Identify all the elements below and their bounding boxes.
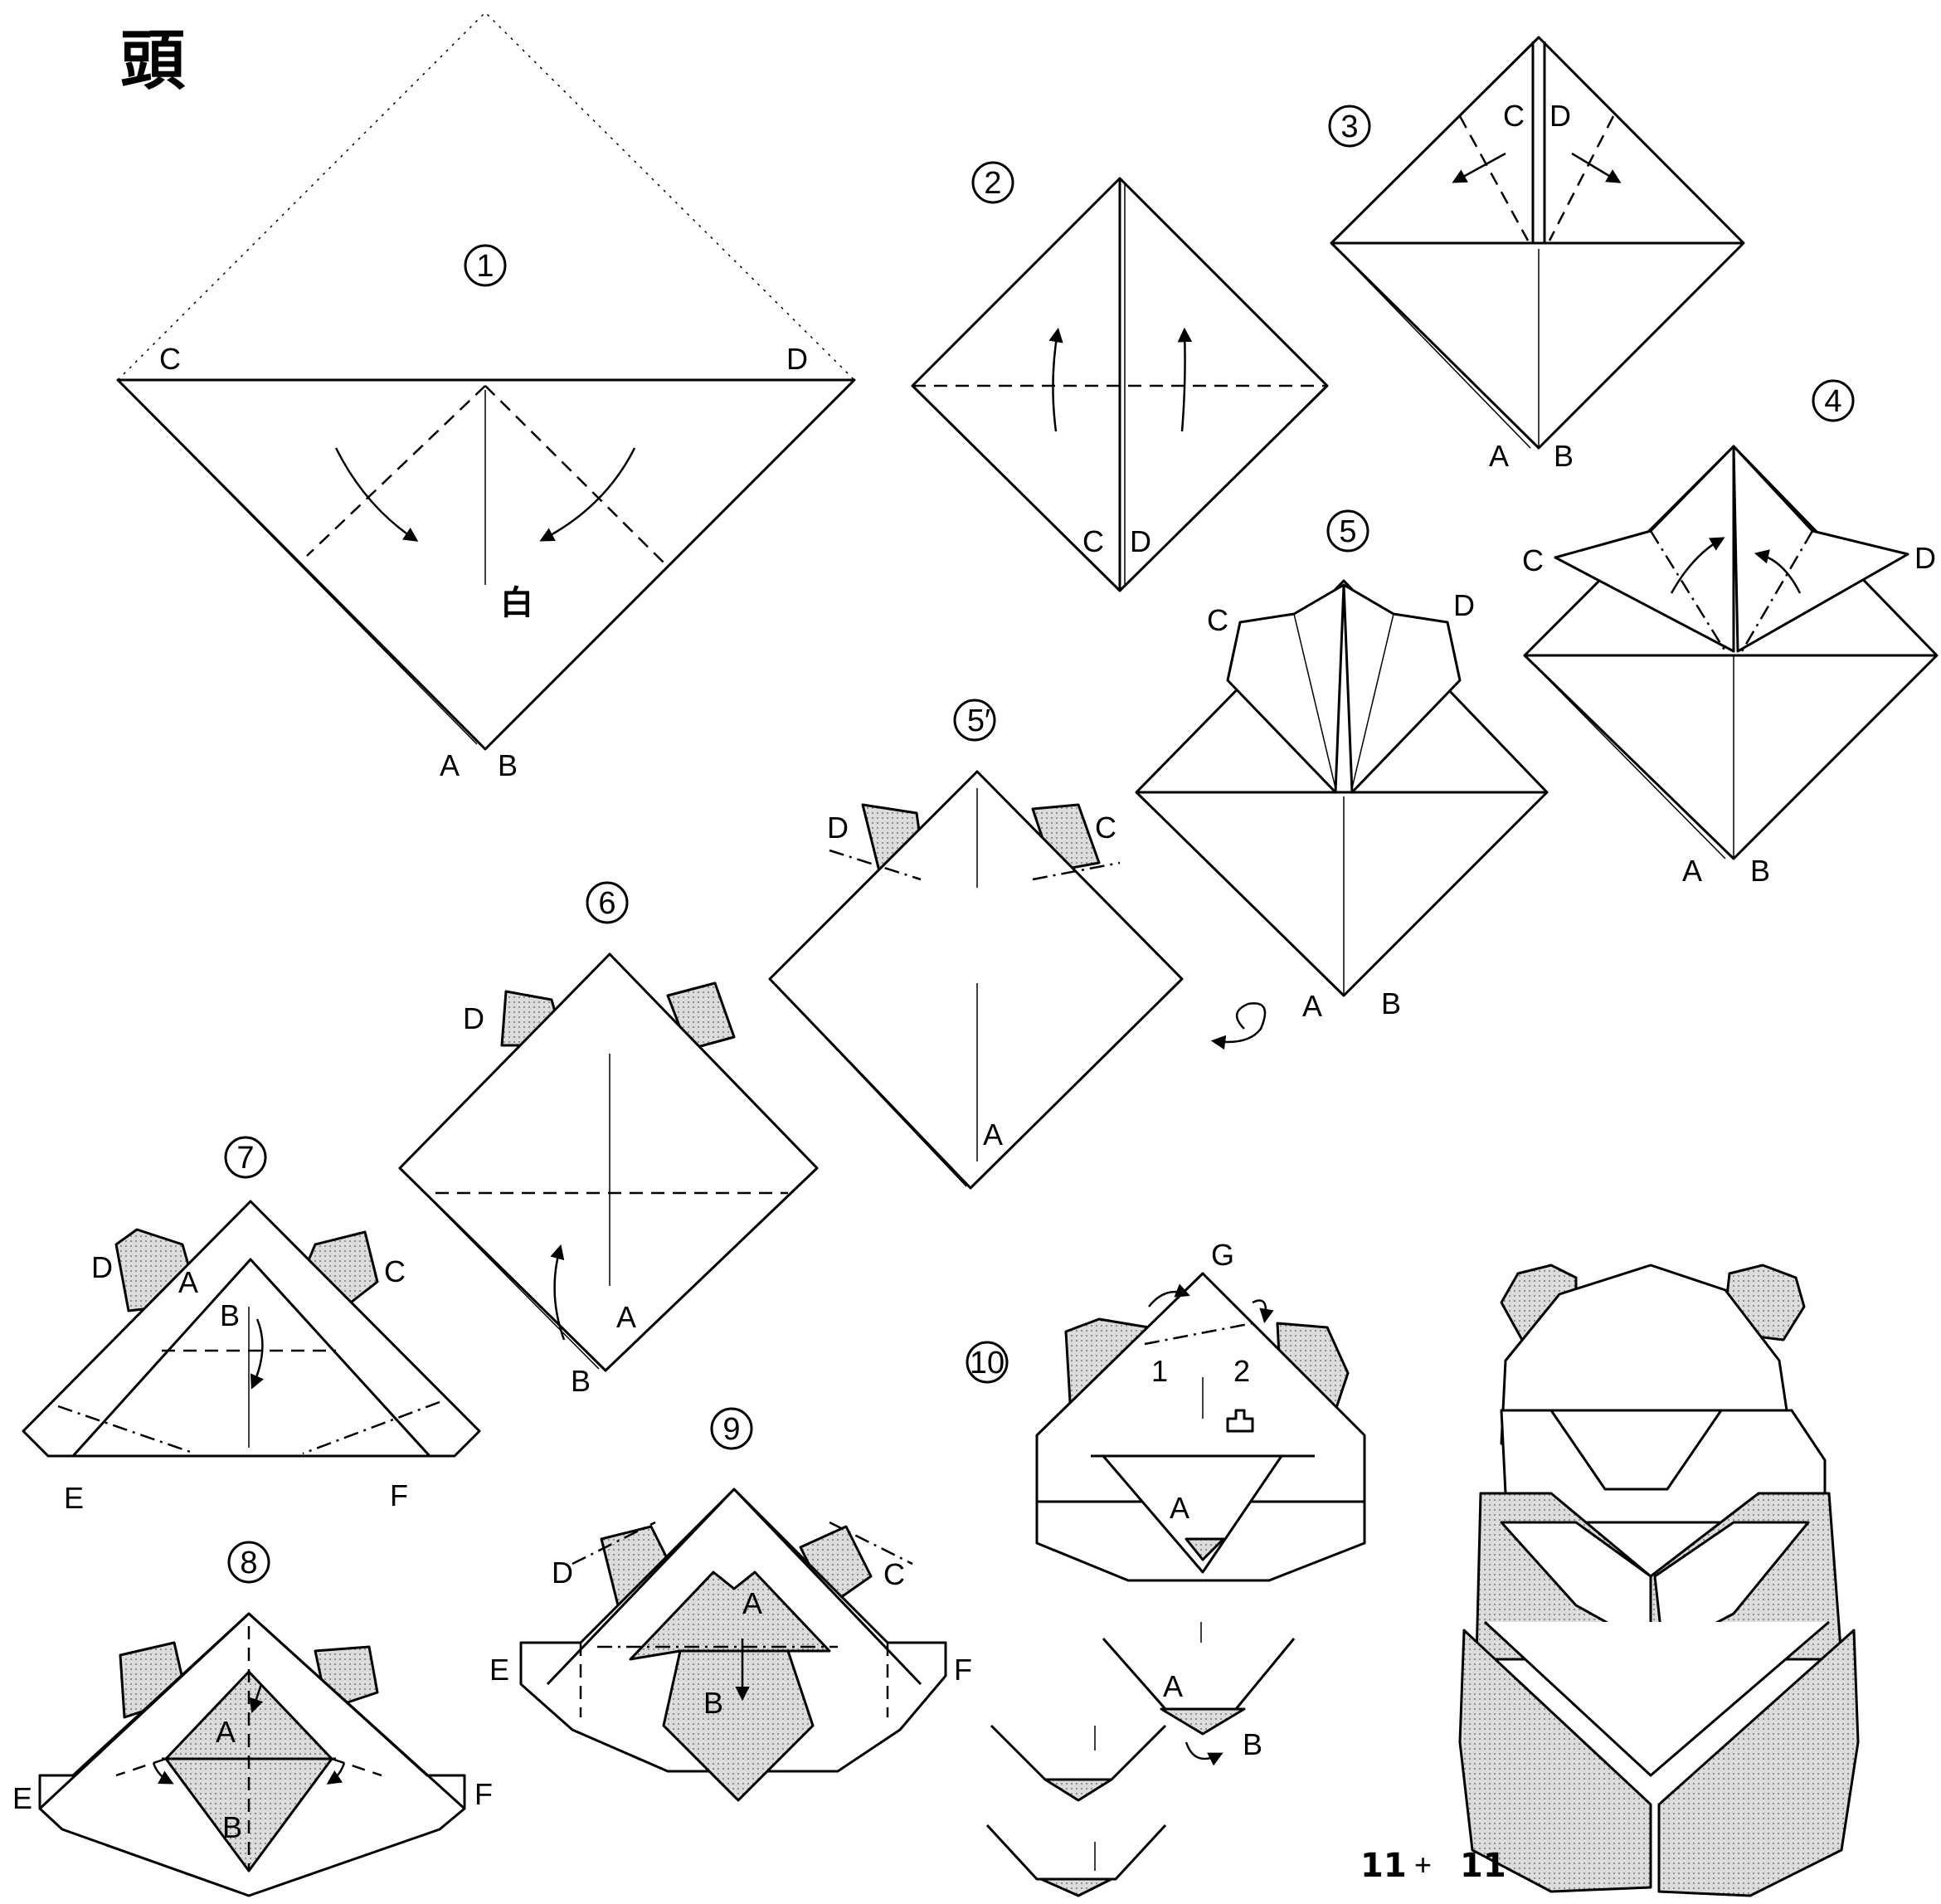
- step-6-label-a: A: [616, 1300, 636, 1334]
- step-4-label-c: C: [1522, 543, 1544, 577]
- step-10-detail-b: [991, 1726, 1165, 1780]
- step-10-label-2: 2: [1233, 1354, 1250, 1388]
- step-10-detail-a: [1103, 1639, 1294, 1709]
- step-5-prime-label-d: D: [827, 811, 849, 845]
- step-10-number: 10: [970, 1346, 1005, 1381]
- step-1-label-b: B: [498, 748, 518, 782]
- step-9-shaded-lower: [664, 1651, 813, 1800]
- step-9-label-e: E: [489, 1653, 509, 1687]
- step-7-label-a: A: [178, 1265, 198, 1299]
- step-10-detail-label-b: B: [1243, 1727, 1262, 1761]
- step-10-label-1: 1: [1151, 1354, 1168, 1388]
- step-9-label-d: D: [552, 1556, 573, 1590]
- step-5-prime-label-a: A: [983, 1118, 1003, 1152]
- step-9-label-a: A: [742, 1586, 762, 1620]
- step-8-label-a: A: [216, 1715, 236, 1749]
- step-7-label-e: E: [64, 1481, 84, 1515]
- step-1-triangle: [118, 380, 854, 749]
- step-1-number: 1: [476, 249, 494, 284]
- step-5-prime-label-c: C: [1095, 811, 1116, 845]
- step-1-white-side-mark: 白: [500, 584, 533, 622]
- step-8-label-b: B: [222, 1810, 242, 1844]
- step-8: 8 E F A B: [12, 1542, 493, 1896]
- step-8-number: 8: [240, 1546, 257, 1580]
- step-3-label-a: A: [1489, 439, 1509, 473]
- step-10-label-g: G: [1211, 1238, 1234, 1272]
- finished-step-11b: 11: [1460, 1847, 1506, 1885]
- step-9-label-c: C: [883, 1557, 905, 1591]
- step-3-number: 3: [1340, 110, 1358, 144]
- step-9-label-f: F: [954, 1653, 972, 1687]
- step-7-label-b: B: [220, 1298, 240, 1332]
- page-title: 頭: [120, 24, 186, 99]
- step-7: 7 D C A B E F: [23, 1137, 479, 1515]
- step-5-label-d: D: [1453, 588, 1475, 622]
- step-1-unfolded-outline: [118, 12, 854, 380]
- step-3-label-d: D: [1549, 99, 1571, 133]
- step-7-number: 7: [236, 1141, 254, 1176]
- step-1-label-c: C: [159, 342, 181, 376]
- finished-step-11a: 11: [1360, 1847, 1407, 1885]
- step-6-number: 6: [598, 886, 615, 921]
- step-10-detail-label-a: A: [1163, 1669, 1183, 1703]
- step-4: 4 C D A B: [1522, 381, 1937, 888]
- step-7-label-f: F: [390, 1478, 408, 1512]
- step-3: 3 C D A B: [1330, 37, 1744, 473]
- step-2: 2 C D: [912, 163, 1327, 591]
- step-10: 10 G 1 2 A A B: [967, 1238, 1365, 1896]
- step-5-turn-over-arrow: [1215, 1003, 1265, 1042]
- step-5-label-a: A: [1302, 989, 1322, 1023]
- step-4-label-b: B: [1750, 854, 1770, 888]
- step-6: 6 D A B: [400, 883, 817, 1398]
- step-1-label-a: A: [440, 748, 460, 782]
- step-8-label-f: F: [474, 1777, 493, 1811]
- step-5: 5 C D A B: [1136, 511, 1547, 1042]
- step-5-label-b: B: [1381, 986, 1401, 1020]
- step-6-label-d: D: [463, 1001, 484, 1035]
- step-5-label-c: C: [1207, 603, 1228, 637]
- step-5-prime: 5′ D C A: [770, 700, 1182, 1188]
- step-9-label-b: B: [703, 1686, 723, 1720]
- step-7-label-c: C: [384, 1254, 406, 1288]
- step-5-number: 5: [1339, 514, 1356, 549]
- step-2-label-d: D: [1130, 524, 1151, 558]
- step-2-label-c: C: [1082, 524, 1104, 558]
- step-3-label-b: B: [1554, 439, 1574, 473]
- step-7-label-d: D: [91, 1250, 113, 1284]
- step-5-prime-number: 5′: [967, 704, 990, 738]
- step-4-number: 4: [1824, 384, 1841, 419]
- step-11-finished-model: 11 + 11: [1360, 1265, 1858, 1896]
- step-1: 1 C D A B 白: [118, 12, 854, 782]
- step-6-label-b: B: [571, 1364, 591, 1398]
- finished-plus: +: [1414, 1848, 1432, 1882]
- step-3-label-c: C: [1503, 99, 1525, 133]
- step-9-number: 9: [722, 1412, 740, 1447]
- step-4-label-a: A: [1682, 854, 1702, 888]
- step-8-label-e: E: [12, 1781, 32, 1815]
- step-10-label-a: A: [1170, 1491, 1189, 1525]
- step-1-label-d: D: [786, 342, 808, 376]
- step-4-label-d: D: [1914, 541, 1936, 575]
- step-2-number: 2: [984, 166, 1001, 201]
- step-9: 9 E F D C A B: [489, 1409, 972, 1800]
- step-10-detail-c: [987, 1825, 1165, 1879]
